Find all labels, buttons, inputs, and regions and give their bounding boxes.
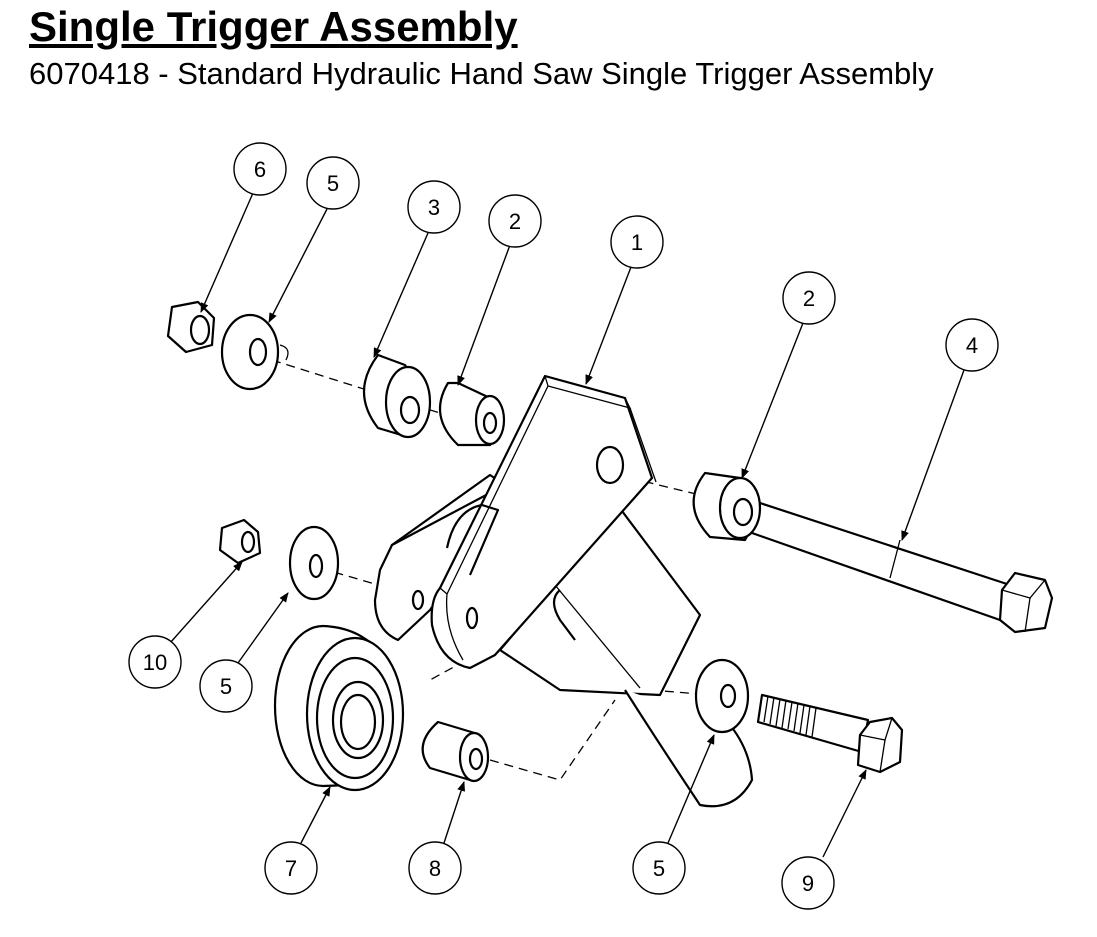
page-title: Single Trigger Assembly: [29, 3, 518, 50]
callout-balloon: 7: [264, 841, 318, 895]
balloon-label: 10: [143, 650, 167, 675]
nut-part: [166, 300, 216, 354]
spacer-part: [362, 353, 432, 439]
callout-balloon: 5: [632, 841, 686, 895]
washer-part: [220, 313, 289, 391]
balloon-label: 3: [428, 195, 440, 220]
callout-balloon: 2: [782, 271, 836, 325]
leader-lines: [169, 192, 965, 858]
balloon-label: 8: [429, 856, 441, 881]
bolt-part: [756, 693, 904, 774]
callout-balloon: 1: [610, 215, 664, 269]
callout-balloon: 9: [781, 856, 835, 910]
roller-spacer-part: [421, 720, 490, 783]
callout-balloon: 4: [945, 318, 999, 372]
page-subtitle: 6070418 - Standard Hydraulic Hand Saw Si…: [29, 56, 934, 91]
callout-balloon: 10: [128, 635, 182, 689]
bolt-part: [750, 501, 1054, 634]
callout-balloon: 5: [306, 156, 360, 210]
balloon-label: 5: [653, 856, 665, 881]
trigger-bracket-part: [373, 374, 754, 808]
balloon-label: 6: [254, 157, 266, 182]
balloon-label: 5: [327, 171, 339, 196]
callout-balloon: 5: [199, 659, 253, 713]
bushing-part: [438, 381, 506, 447]
balloon-label: 9: [802, 871, 814, 896]
bushing-part: [692, 471, 762, 542]
washer-part: [694, 658, 750, 734]
washer-part: [288, 525, 340, 601]
callout-balloon: 8: [408, 841, 462, 895]
roller-part: [273, 624, 405, 792]
bracket-lower-hole-icon: [465, 606, 479, 630]
bracket-hole-icon: [411, 589, 425, 611]
callout-balloon: 3: [407, 180, 461, 234]
nut-part: [218, 518, 262, 565]
bracket-pivot-hole-icon: [595, 445, 625, 485]
balloon-label: 1: [631, 230, 643, 255]
balloon-label: 5: [220, 674, 232, 699]
balloon-label: 4: [966, 333, 978, 358]
callout-balloon: 6: [233, 142, 287, 196]
balloon-label: 7: [285, 856, 297, 881]
balloon-label: 2: [803, 286, 815, 311]
balloon-label: 2: [509, 209, 521, 234]
callout-balloon: 2: [488, 194, 542, 248]
